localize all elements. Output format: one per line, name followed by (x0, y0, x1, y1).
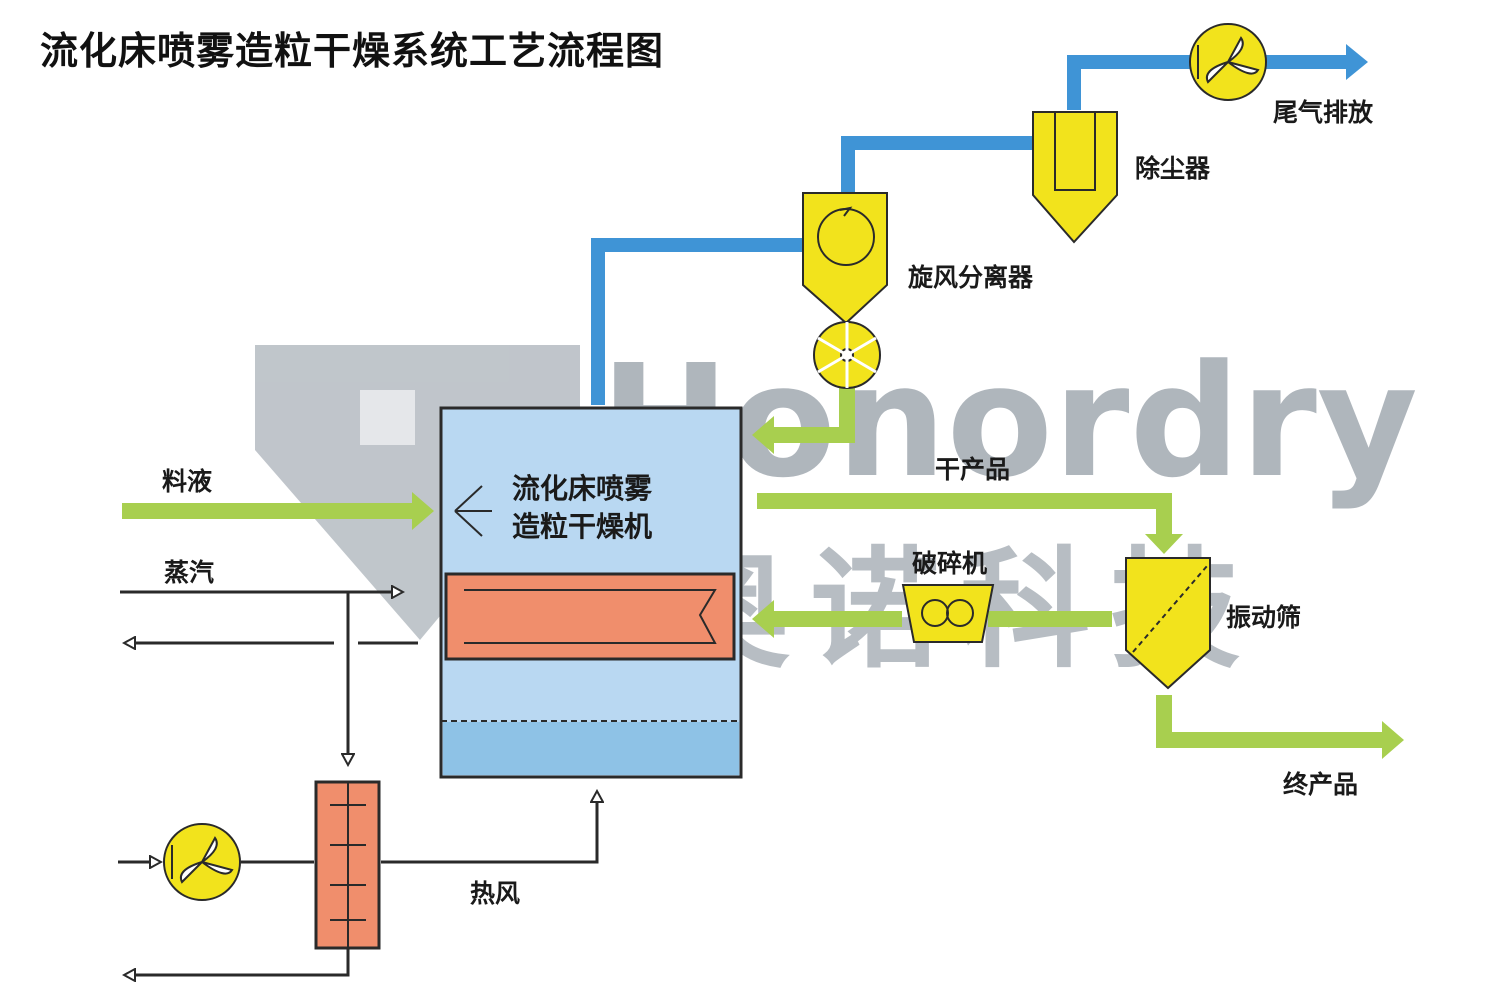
product-lines (122, 387, 1385, 748)
label-feed-liquid: 料液 (162, 467, 213, 496)
label-dryer-line2: 造粒干燥机 (512, 510, 653, 543)
label-hot-air: 热风 (470, 879, 521, 908)
label-dry-product: 干产品 (935, 455, 1011, 484)
screen-mesh (1132, 565, 1208, 653)
label-crusher: 破碎机 (912, 549, 988, 578)
screen-body (1125, 557, 1211, 690)
coil-tube (464, 589, 717, 644)
label-final-product: 终产品 (1283, 770, 1359, 799)
label-vibrating-screen: 振动筛 (1226, 603, 1302, 632)
vibrating-screen (1125, 557, 1211, 690)
air-heater (314, 780, 381, 950)
label-cyclone: 旋风分离器 (908, 263, 1034, 292)
cyclone-separator (802, 192, 888, 325)
dryer-to-screen (757, 493, 1172, 538)
duct-dryer-to-cyclone (591, 238, 805, 405)
hot-air-line (381, 792, 597, 864)
rotary-valve-to-dryer (768, 387, 855, 443)
watermark-logo-notch (360, 390, 415, 445)
dryer-heater-coil (444, 572, 736, 661)
duct-dust-collector-to-fan (1067, 55, 1190, 110)
steam-lines (118, 592, 597, 975)
page-title: 流化床喷雾造粒干燥系统工艺流程图 (40, 29, 665, 73)
dust-collector-body (1032, 111, 1118, 244)
label-steam: 蒸汽 (164, 558, 215, 587)
label-exhaust: 尾气排放 (1273, 98, 1374, 127)
exhaust-fan-icon (1189, 23, 1267, 101)
screen-to-final (1156, 695, 1385, 748)
label-dust-collector: 除尘器 (1135, 154, 1211, 183)
fluid-bed-dryer (439, 406, 743, 779)
duct-cyclone-to-dust-collector (841, 136, 1032, 192)
crusher (901, 584, 995, 643)
spray-nozzle (454, 485, 492, 537)
exhaust-arrow-head (1346, 44, 1368, 80)
label-dryer-line1: 流化床喷雾 (512, 472, 653, 505)
dryer-bottom-chamber (443, 722, 739, 775)
rotary-valve-icon (813, 321, 881, 389)
dust-collector (1032, 111, 1118, 244)
cyclone-body (802, 192, 888, 325)
label-dryer: 流化床喷雾 造粒干燥机 (512, 470, 652, 546)
filter-bag (1054, 112, 1096, 191)
inlet-fan-icon (163, 823, 241, 901)
heater-condensate-out (125, 948, 350, 975)
air-duct-lines (591, 55, 1350, 405)
product-arrow-heads (412, 416, 1404, 759)
